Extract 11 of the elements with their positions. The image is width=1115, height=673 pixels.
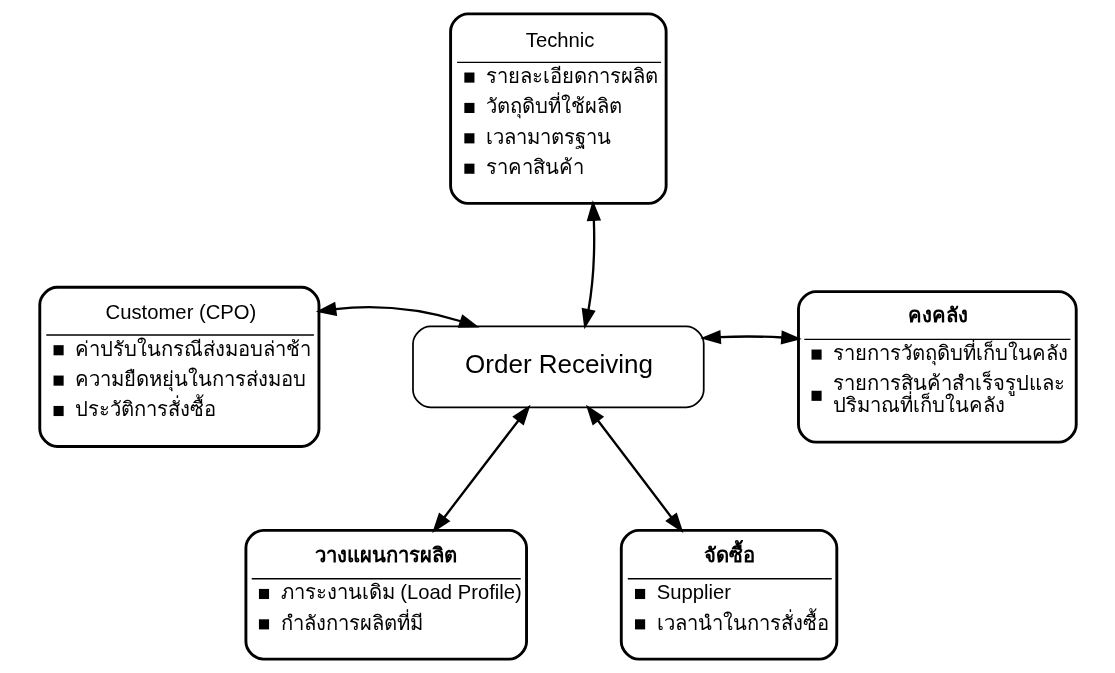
node-box: Order Receiving (411, 325, 705, 409)
arrow (699, 329, 802, 345)
arrow (315, 301, 479, 328)
node-box: คงคลัง รายการวัตถุดิบที่เก็บในคลัง รายการสินค้าสำเร็จรูปและ ปริมาณที่เก็บในคลัง (796, 290, 1078, 444)
node-box: วางแผนการผลิต ภาระงานเดิม (Load Profile) กำลังการผลิตที่มี (243, 528, 528, 661)
node-box: จัดซื้อ Supplier เวลานำในการสั่งซื้อ (619, 528, 838, 661)
arrow (585, 404, 683, 534)
node-box: Technic รายละเอียดการผลิต วัตถุดิบที่ใช้ผลิต เวลามาตรฐาน ราคาสินค้า (448, 12, 668, 205)
arrow (431, 404, 530, 534)
arrow (581, 200, 601, 330)
node-box: Customer (CPO) ค่าปรับในกรณีส่งมอบล่าช้า ความยืดหยุ่นในการส่งมอบ ประวัติการสั่งซื้อ (37, 285, 320, 448)
